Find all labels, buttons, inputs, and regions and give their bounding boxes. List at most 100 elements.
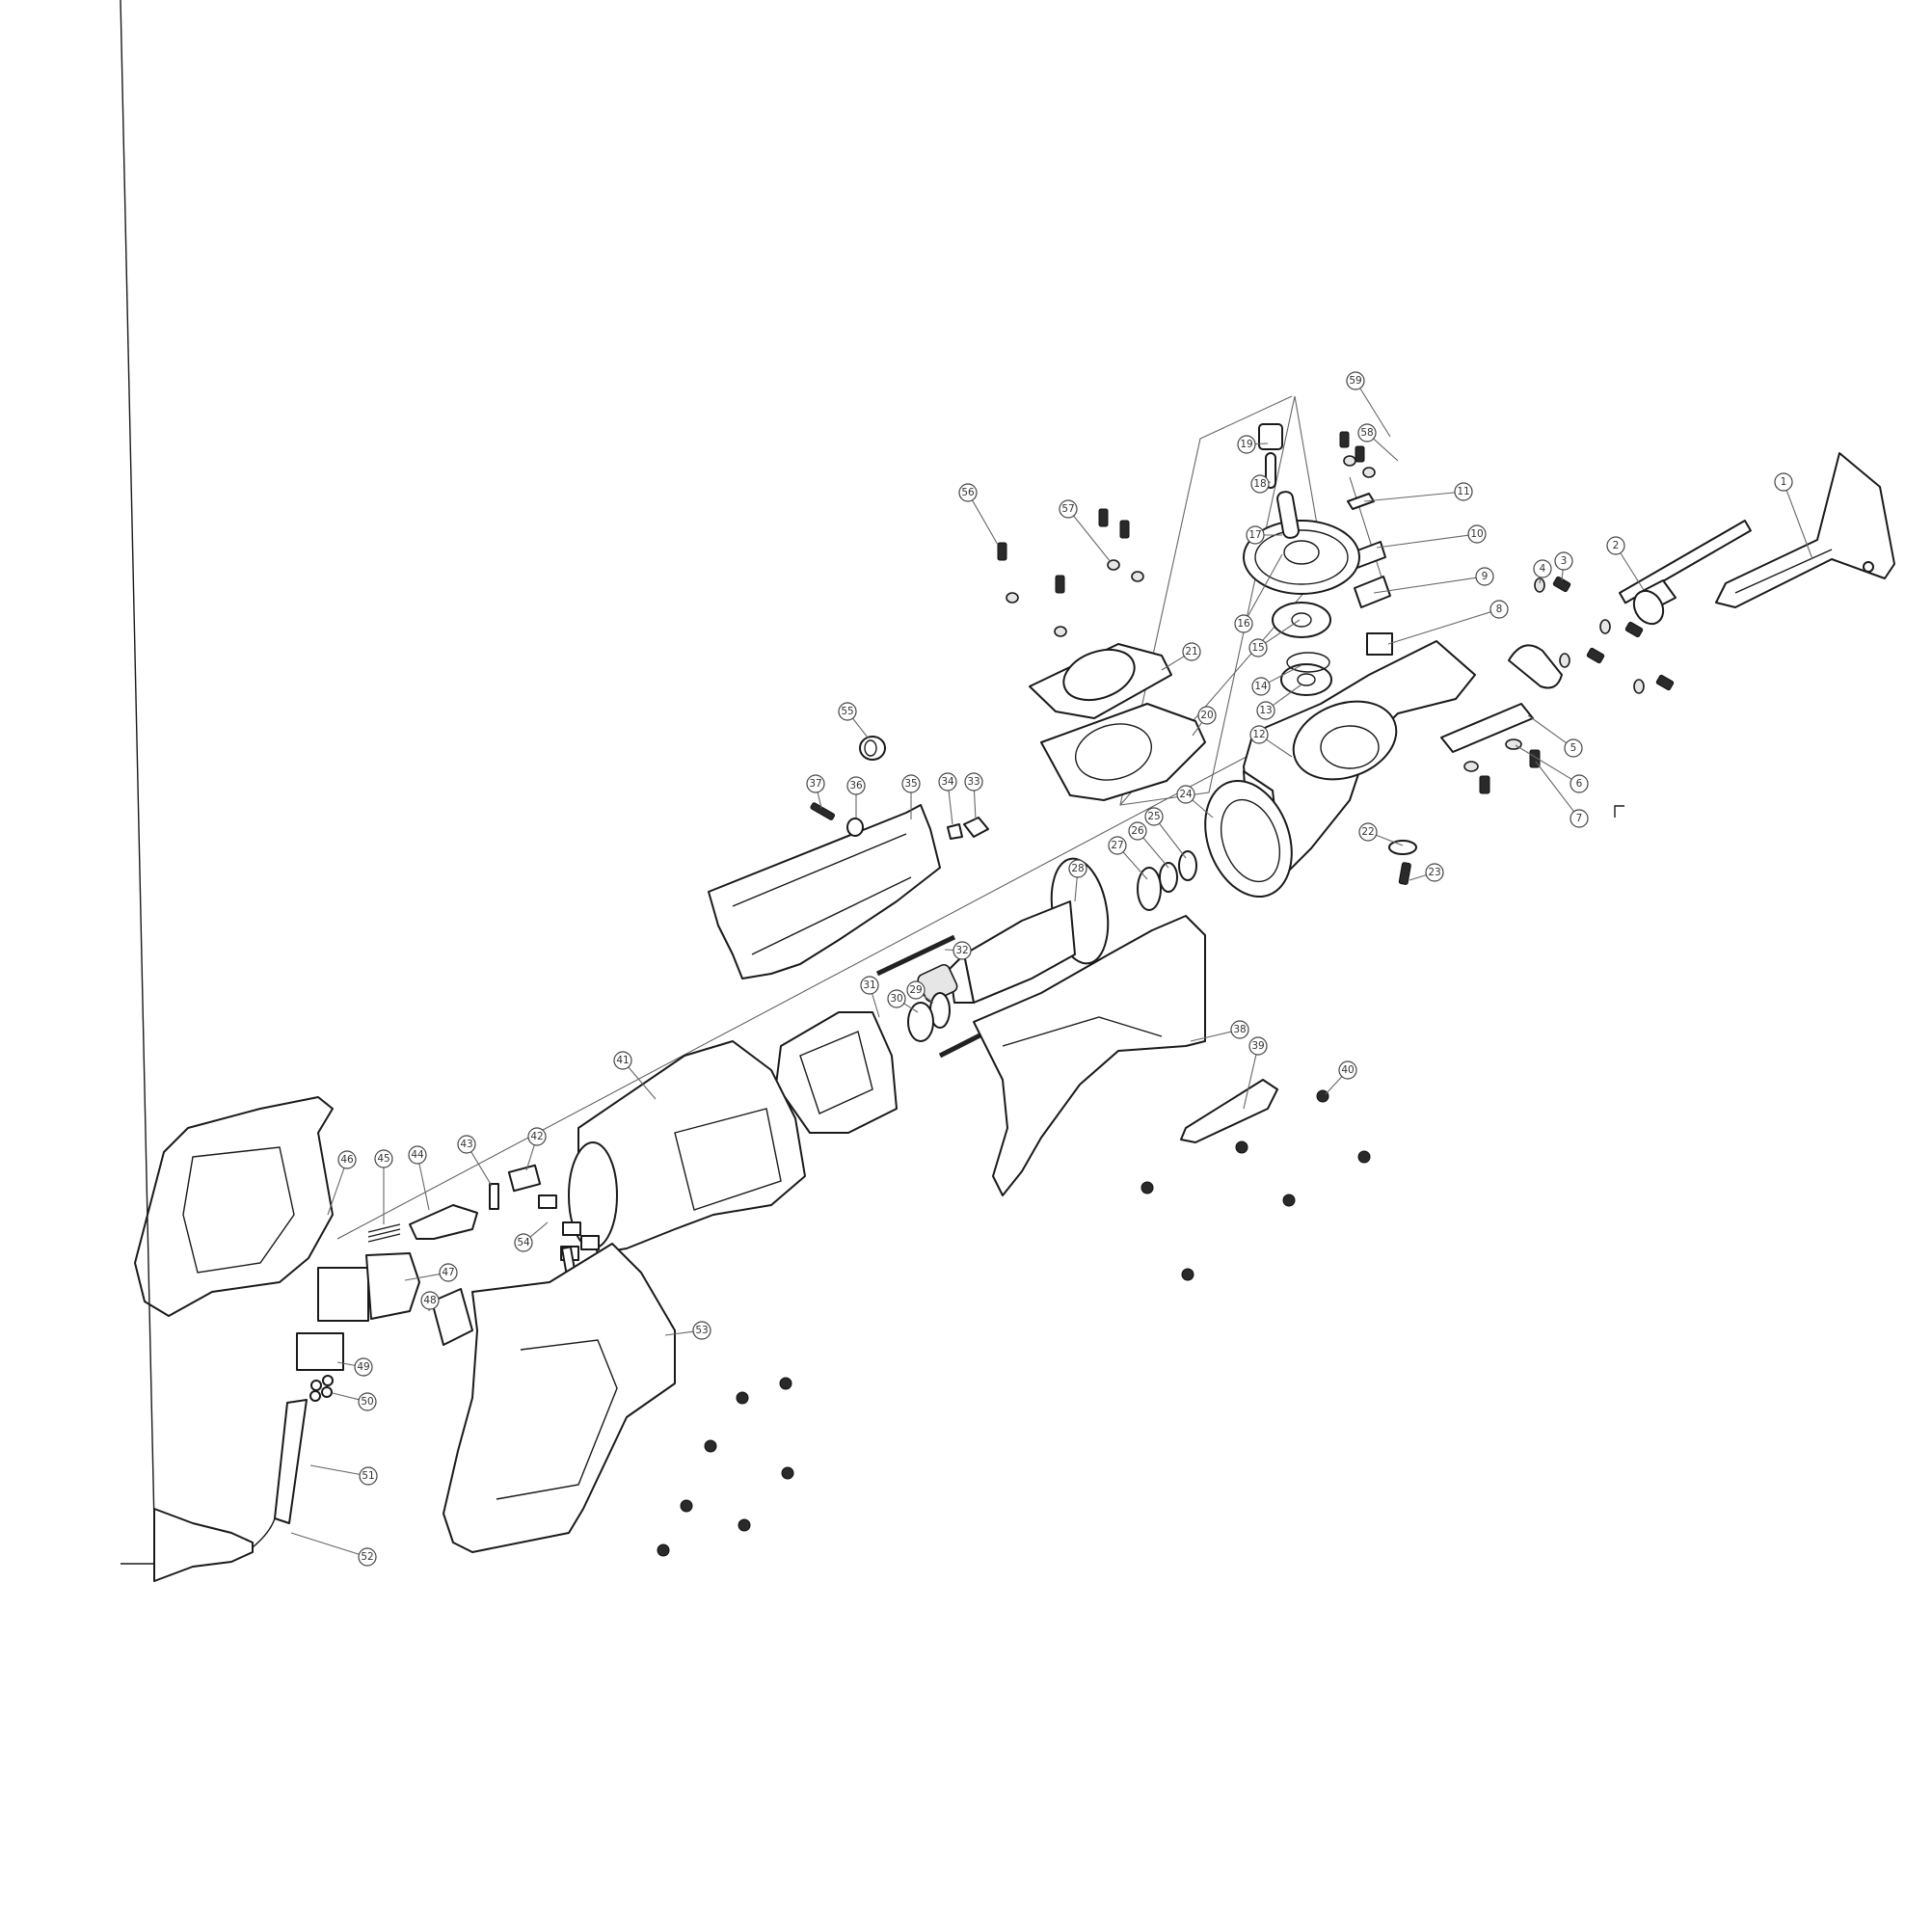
callout-bubble — [439, 1263, 458, 1282]
part-brush-holder-33 — [963, 817, 989, 838]
callout-leader — [1527, 714, 1568, 744]
callout-number: 58 — [1360, 427, 1373, 439]
callout-leader — [852, 717, 869, 738]
callout-bubble — [692, 1321, 711, 1340]
part-armature — [917, 857, 1110, 1004]
callout-number: 5 — [1570, 742, 1577, 754]
callout-leader — [922, 994, 934, 1004]
callout-leader — [664, 1330, 694, 1336]
callout-number: 33 — [967, 776, 979, 788]
part-gear-stack — [1243, 423, 1360, 696]
callout-bubble — [1176, 785, 1195, 804]
callout-number: 32 — [955, 945, 968, 956]
callout-number: 3 — [1561, 555, 1568, 567]
callout-bubble — [359, 1466, 378, 1486]
callout-bubble — [1475, 567, 1494, 586]
part-screw-23 — [1398, 862, 1411, 885]
callout-number: 41 — [616, 1055, 629, 1066]
callout-number: 2 — [1613, 540, 1620, 551]
callout-bubble — [838, 702, 857, 721]
callout-leader — [872, 993, 880, 1018]
callout-bubble — [1068, 859, 1087, 878]
callout-leader — [1409, 874, 1427, 881]
callout-number: 10 — [1470, 528, 1483, 540]
callout-bubble — [1108, 836, 1127, 855]
callout-bubble — [1570, 809, 1589, 828]
callout-number: 25 — [1147, 811, 1160, 822]
part-screw-extra — [1479, 775, 1490, 794]
callout-leader — [418, 1163, 430, 1211]
callout-number: 12 — [1252, 729, 1265, 740]
part-cord-sleeve-51 — [274, 1399, 308, 1524]
callout-number: 34 — [941, 776, 954, 788]
callout-bubble — [1256, 701, 1275, 720]
callout-bubble — [1251, 677, 1271, 696]
corner-mark — [1614, 805, 1624, 818]
screw-group-right — [1534, 576, 1675, 694]
part-bearing-27 — [1137, 867, 1162, 911]
callout-number: 15 — [1251, 642, 1264, 654]
callout-leader — [1159, 822, 1187, 859]
callout-number: 42 — [530, 1131, 543, 1142]
part-terminal-block-49 — [296, 1332, 344, 1371]
part-screw-37 — [810, 802, 836, 820]
callout-number: 17 — [1248, 529, 1261, 541]
part-brushes — [489, 1164, 600, 1275]
callout-bubble — [1144, 807, 1164, 826]
callout-bubble — [1533, 559, 1552, 578]
callout-leader — [1785, 490, 1813, 560]
callout-number: 57 — [1061, 503, 1074, 515]
callout-bubble — [1249, 725, 1269, 744]
part-handle-half-46 — [134, 1096, 334, 1317]
callout-leader — [470, 1151, 493, 1187]
callout-leader — [290, 1532, 360, 1555]
callout-number: 36 — [849, 780, 863, 792]
callout-leader — [1122, 851, 1148, 880]
callout-bubble — [1248, 1036, 1268, 1056]
callout-bubble — [358, 1392, 377, 1411]
callout-leader — [1074, 876, 1078, 902]
callout-bubble — [354, 1357, 373, 1377]
part-cover-and-gasket — [1029, 643, 1206, 801]
part-spring-45 — [367, 1223, 401, 1243]
callout-bubble — [953, 941, 972, 960]
callout-leader — [944, 949, 954, 952]
callout-bubble — [457, 1135, 476, 1154]
callout-number: 51 — [362, 1470, 374, 1482]
callout-number: 26 — [1131, 825, 1144, 837]
callout-number: 55 — [841, 706, 853, 717]
callout-bubble — [1197, 706, 1217, 725]
part-bushing-55-inner — [864, 739, 877, 757]
callout-leader — [529, 1221, 549, 1238]
callout-leader — [1561, 569, 1564, 581]
callout-bubble — [1489, 600, 1509, 619]
callout-bubble — [1234, 614, 1253, 633]
callout-leader — [1515, 744, 1572, 780]
callout-bubble — [1338, 1060, 1357, 1080]
callout-number: 21 — [1185, 646, 1197, 657]
callout-bubble — [337, 1150, 357, 1169]
callout-bubble — [374, 1149, 393, 1168]
callout-leader — [1190, 1031, 1232, 1042]
callout-bubble — [514, 1233, 533, 1252]
callout-bubble — [1454, 482, 1473, 501]
callout-leader — [948, 790, 953, 825]
part-washer-22 — [1388, 840, 1417, 855]
screw-group-53 — [657, 1377, 794, 1557]
callout-leader — [1363, 492, 1456, 502]
callout-leader — [817, 792, 822, 809]
callout-leader — [1387, 611, 1491, 645]
part-switch-47 — [317, 1252, 420, 1322]
callout-number: 39 — [1251, 1040, 1264, 1052]
callout-bubble — [1570, 774, 1589, 793]
callout-number: 40 — [1341, 1064, 1354, 1076]
callout-number: 43 — [460, 1139, 472, 1150]
callout-number: 16 — [1237, 618, 1250, 630]
part-bushing-55 — [859, 736, 886, 761]
callout-number: 30 — [890, 993, 902, 1005]
callout-leader — [1243, 1054, 1257, 1110]
callout-leader — [1192, 799, 1214, 818]
callout-leader — [1192, 722, 1203, 737]
callout-bubble — [1182, 642, 1201, 661]
